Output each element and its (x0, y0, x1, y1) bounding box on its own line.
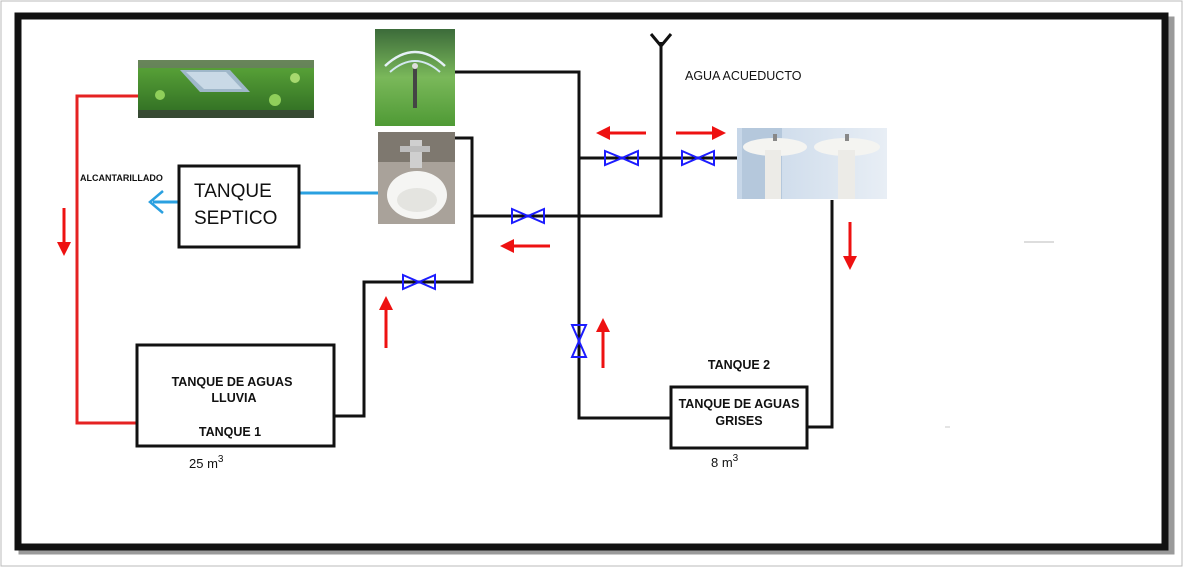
volume-exponent: 3 (733, 453, 739, 464)
flow-arrow-down-icon (843, 222, 857, 270)
rain-tank-label-line1: TANQUE DE AGUAS (172, 375, 293, 389)
volume-exponent: 3 (218, 454, 224, 465)
septic-label-line1: TANQUE (194, 181, 272, 202)
grey-tank-volume: 8 m3 (711, 453, 739, 470)
flow-arrow-up-icon (379, 296, 393, 348)
flow-arrow-down-icon (57, 208, 71, 256)
rain-tank-name: TANQUE 1 (199, 425, 261, 439)
flow-arrow-left-icon (596, 126, 646, 140)
grey-tank-label-line1: TANQUE DE AGUAS (679, 397, 800, 411)
aqueduct-inlet-fork (649, 33, 673, 49)
rainwater-tank (135, 343, 336, 448)
flow-arrow-left-icon (500, 239, 550, 253)
grey-tank-name: TANQUE 2 (708, 358, 770, 372)
sinks-image (737, 128, 887, 199)
grey-tank-label-line2: GRISES (715, 414, 762, 428)
sewer-label: ALCANTARILLADO (80, 173, 163, 183)
greywater-pipe (808, 200, 834, 429)
sprinkler-image (375, 29, 455, 126)
valve-icon[interactable] (681, 149, 715, 167)
urinal-image (378, 132, 455, 224)
green-roof-image (138, 60, 314, 118)
aqueduct-main-pipe (472, 42, 663, 218)
flow-arrow-up-icon (596, 318, 610, 368)
valve-icon[interactable] (511, 207, 545, 225)
greywater-tank (669, 385, 809, 450)
sewer-outlet-arrowhead (148, 190, 164, 214)
septic-label-line2: SEPTICO (194, 208, 277, 229)
valve-icon[interactable] (402, 273, 436, 291)
aqueduct-label: AGUA ACUEDUCTO (685, 69, 802, 83)
flow-arrow-right-icon (676, 126, 726, 140)
valve-icon[interactable] (570, 324, 588, 358)
valve-icon[interactable] (604, 149, 639, 167)
rain-tank-volume: 25 m3 (189, 454, 224, 471)
sprinkler-pipe (455, 70, 671, 420)
septic-tank (177, 164, 301, 249)
rain-pipe (75, 94, 140, 425)
rain-tank-label-line2: LLUVIA (211, 391, 256, 405)
